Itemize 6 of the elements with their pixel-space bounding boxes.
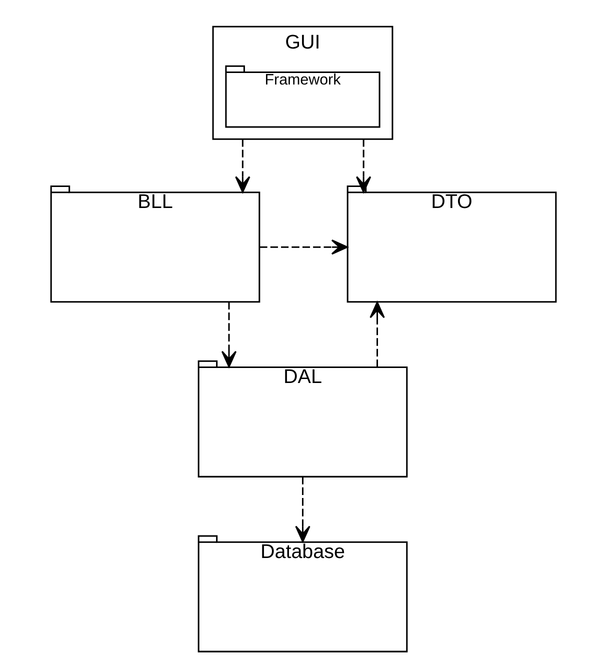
arrow bbox=[220, 302, 236, 368]
arrow bbox=[294, 476, 310, 542]
arrow bbox=[355, 139, 371, 193]
arrow bbox=[369, 302, 384, 368]
arrow bbox=[234, 139, 250, 193]
arrow bbox=[259, 239, 348, 255]
